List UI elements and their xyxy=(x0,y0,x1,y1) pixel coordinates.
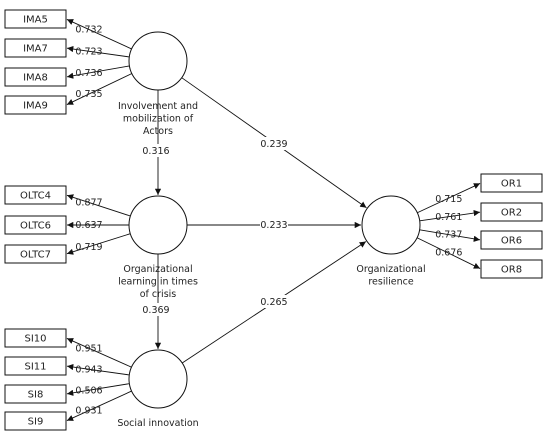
indicator-si11-label: SI11 xyxy=(24,362,46,373)
loading-arrow-si10 xyxy=(66,337,132,368)
loading-value-si9: 0.931 xyxy=(75,406,102,417)
loading-value-or6: 0.737 xyxy=(435,229,462,240)
loading-value-or8: 0.676 xyxy=(435,247,462,258)
indicator-ima5-label: IMA5 xyxy=(23,15,48,26)
path-label-bg xyxy=(142,144,170,157)
loading-value-ima9: 0.735 xyxy=(75,89,102,100)
path-label-bg xyxy=(260,137,288,150)
construct-oltc-label: learning in times xyxy=(118,277,198,288)
indicator-si10-box xyxy=(4,328,67,348)
loading-arrow-oltc4 xyxy=(66,194,131,217)
construct-oltc-label: of crisis xyxy=(140,289,177,300)
indicator-si10-label: SI10 xyxy=(24,334,46,345)
indicator-ima9-box xyxy=(4,95,67,115)
indicator-ima8-label: IMA8 xyxy=(23,73,48,84)
indicator-or1-label: OR1 xyxy=(501,179,522,190)
path-label-bg xyxy=(260,295,288,308)
loading-arrow-or8 xyxy=(416,237,481,269)
path-coefficient-oltc-or: 0.233 xyxy=(260,220,287,231)
construct-ima-label: mobilization of xyxy=(123,114,194,125)
indicator-si8-label: SI8 xyxy=(28,390,44,401)
indicator-or6-box xyxy=(480,230,543,250)
loading-value-oltc7: 0.719 xyxy=(75,242,102,253)
indicator-ima7-box xyxy=(4,38,67,58)
loading-arrow-or2 xyxy=(419,209,481,222)
construct-oltc-circle xyxy=(128,195,188,255)
construct-ima-circle xyxy=(128,31,188,91)
loading-arrow-si9 xyxy=(66,390,132,421)
loading-arrow-ima5 xyxy=(66,19,132,50)
indicator-oltc6-box xyxy=(4,215,67,235)
path-coefficient-si-or: 0.265 xyxy=(260,297,287,308)
construct-oltc-label: Organizational xyxy=(123,264,192,275)
construct-ima-label: Actors xyxy=(143,126,173,137)
loading-arrow-si11 xyxy=(66,363,130,376)
loading-value-ima5: 0.732 xyxy=(75,25,102,36)
indicator-oltc4-box xyxy=(4,185,67,205)
indicator-ima5-box xyxy=(4,9,67,29)
path-label-bg xyxy=(142,303,170,316)
loading-value-oltc6: 0.637 xyxy=(75,220,102,231)
loading-arrow-ima8 xyxy=(66,65,130,79)
indicator-or2-box xyxy=(480,202,543,222)
indicator-oltc7-box xyxy=(4,244,67,264)
path-coefficient-ima-oltc: 0.316 xyxy=(142,146,169,157)
construct-si-circle xyxy=(128,349,188,409)
indicator-or2-label: OR2 xyxy=(501,208,522,219)
loading-value-si10: 0.951 xyxy=(75,343,102,354)
loading-value-oltc4: 0.877 xyxy=(75,198,102,209)
indicator-si11-box xyxy=(4,356,67,376)
loading-value-or2: 0.761 xyxy=(435,212,462,223)
loading-arrow-ima7 xyxy=(66,45,130,58)
indicator-si9-box xyxy=(4,411,67,431)
construct-ima-label: Involvement and xyxy=(118,101,198,112)
indicator-ima9-label: IMA9 xyxy=(23,101,48,112)
indicator-or8-label: OR8 xyxy=(501,265,522,276)
construct-si-label: Social innovation xyxy=(117,418,198,429)
indicator-oltc6-label: OLTC6 xyxy=(20,221,51,232)
indicator-or6-label: OR6 xyxy=(501,236,522,247)
loading-value-si8: 0.506 xyxy=(75,385,102,396)
path-label-bg xyxy=(260,218,288,231)
loading-arrow-ima9 xyxy=(66,73,133,105)
loading-arrow-or1 xyxy=(417,183,481,214)
loading-arrow-or6 xyxy=(419,229,481,242)
indicator-or1-box xyxy=(480,173,543,193)
construct-or-circle xyxy=(361,195,421,255)
loading-arrow-si8 xyxy=(66,383,130,396)
indicator-si9-label: SI9 xyxy=(28,417,44,428)
loading-value-si11: 0.943 xyxy=(75,364,102,375)
loading-value-ima7: 0.723 xyxy=(75,46,102,57)
loading-value-or1: 0.715 xyxy=(435,194,462,205)
indicator-si8-box xyxy=(4,384,67,404)
indicator-ima8-box xyxy=(4,67,67,87)
loading-value-ima8: 0.736 xyxy=(75,68,102,79)
construct-or-label: resilience xyxy=(368,277,413,288)
indicator-oltc7-label: OLTC7 xyxy=(20,250,51,261)
loading-arrow-oltc7 xyxy=(66,233,131,255)
construct-or-label: Organizational xyxy=(356,264,425,275)
path-coefficient-oltc-si: 0.369 xyxy=(142,305,169,316)
indicator-or8-box xyxy=(480,259,543,279)
indicator-ima7-label: IMA7 xyxy=(23,44,48,55)
indicator-oltc4-label: OLTC4 xyxy=(20,191,51,202)
path-coefficient-ima-or: 0.239 xyxy=(260,139,287,150)
